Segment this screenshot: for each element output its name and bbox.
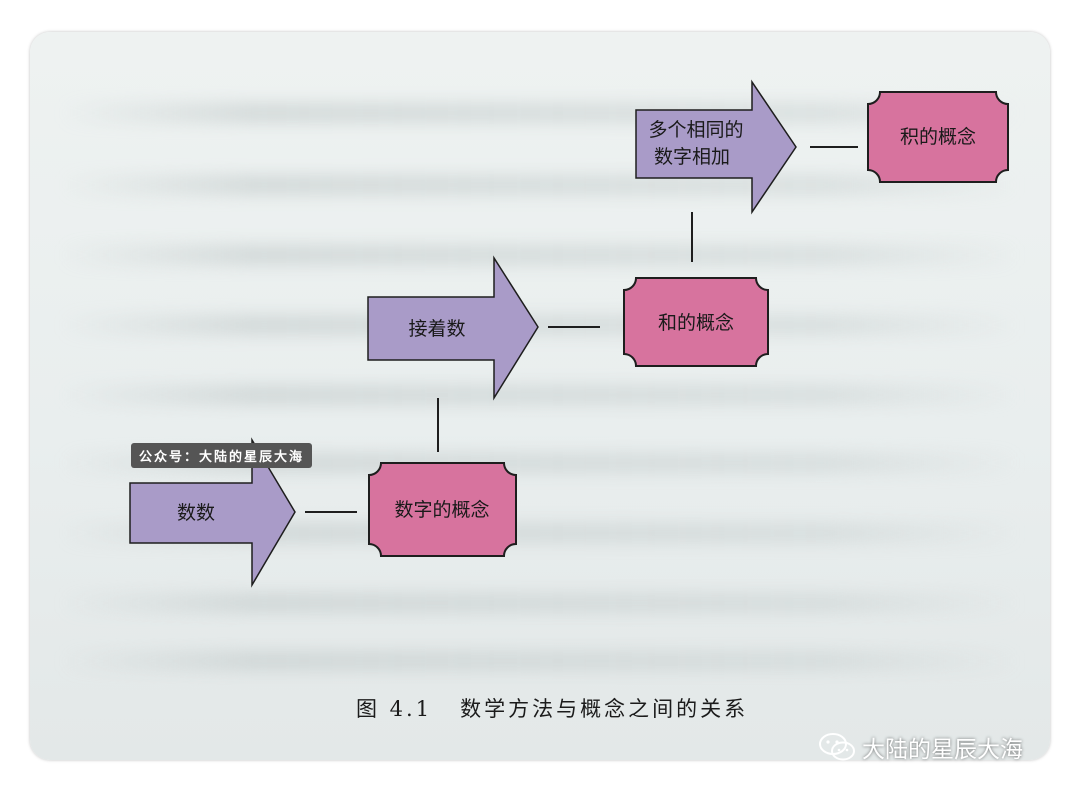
watermark-bottom-text: 大陆的星辰大海 [862,737,1023,763]
add-same-label-line1: 多个相同的 [648,119,743,141]
wechat-icon [819,733,855,761]
counting-label: 数数 [177,502,215,524]
number-concept-box [368,462,517,557]
product-concept-box [867,91,1009,183]
sum-concept-box [623,277,769,367]
sum-concept-label: 和的概念 [658,311,734,334]
counting-on-label: 接着数 [408,318,465,340]
figure-number: 图 4.1 [356,697,433,721]
product-concept-label: 积的概念 [900,125,976,148]
figure-caption-text: 数学方法与概念之间的关系 [460,697,749,721]
watermark-bottom: 大陆的星辰大海 [818,730,1023,764]
counting-arrow-shape [129,437,296,588]
counting-on-arrow-shape [367,255,539,401]
add-same-label-line2: 数字相加 [654,146,730,168]
add-same-arrow-shape [635,79,797,215]
watermark-tag: 公众号：大陆的星辰大海 [131,443,313,468]
number-concept-label: 数字的概念 [394,498,489,521]
figure-caption: 图 4.1 数学方法与概念之间的关系 [356,693,748,723]
